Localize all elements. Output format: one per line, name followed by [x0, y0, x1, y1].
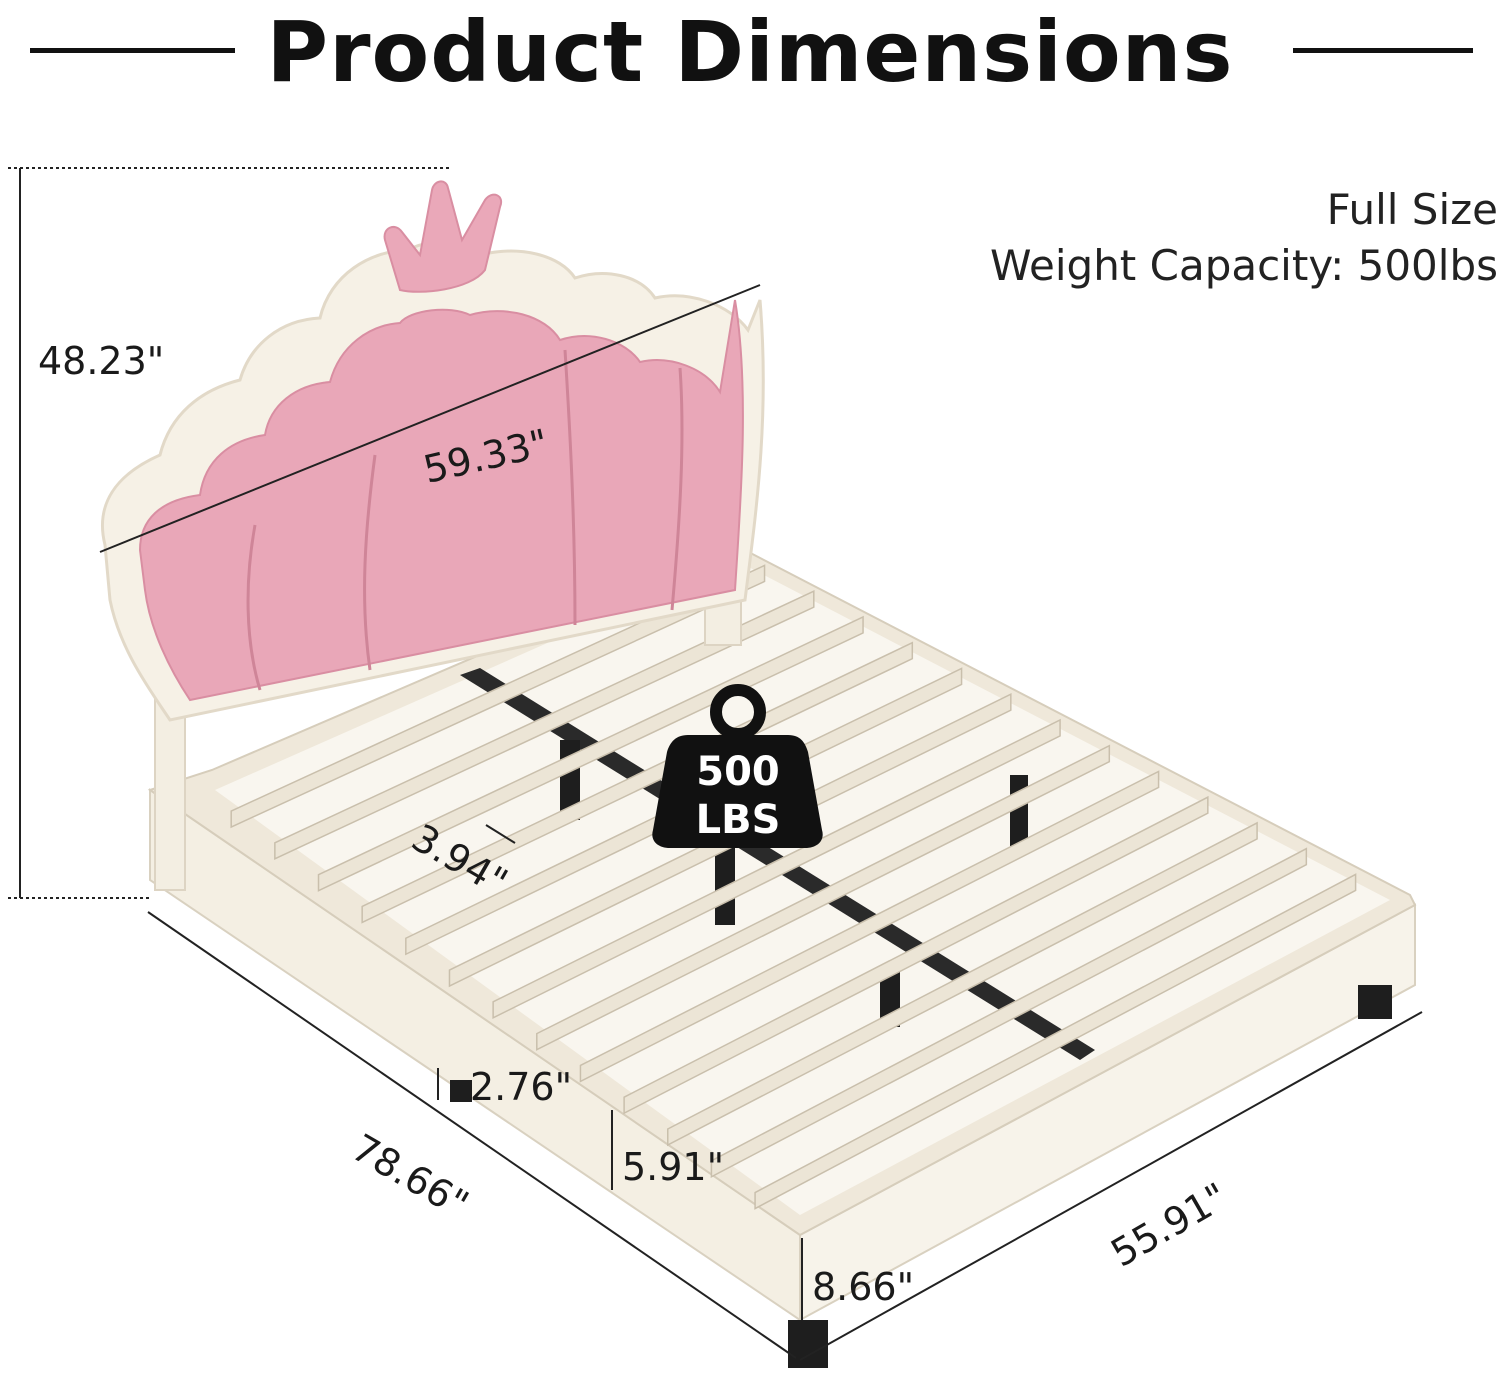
slat	[536, 744, 1111, 1051]
slat	[492, 718, 1061, 1020]
slat	[623, 795, 1209, 1115]
width-dimension-line	[799, 1011, 1423, 1361]
dimension-lines	[8, 167, 1423, 1361]
headboard-panels	[138, 299, 744, 702]
panel-seam-1	[246, 524, 262, 691]
weight-badge: 500 LBS	[652, 684, 823, 848]
slat	[317, 615, 864, 892]
panel-seam-2	[363, 454, 377, 671]
size-label: Full Size	[1326, 185, 1498, 234]
spec-info: Full Size Weight Capacity: 500lbs	[990, 182, 1498, 294]
weight-capacity-label: Weight Capacity: 500lbs	[989, 241, 1498, 290]
slat-gap-line	[485, 824, 516, 844]
rail-height-label: 5.91"	[622, 1145, 725, 1189]
page-title: Product Dimensions	[266, 3, 1234, 101]
weight-unit: LBS	[696, 797, 781, 843]
slat	[667, 821, 1258, 1147]
slat	[710, 847, 1308, 1179]
title-bar: Product Dimensions	[0, 0, 1500, 110]
slat-height-label: 2.76"	[470, 1065, 573, 1109]
leg-front	[788, 1320, 828, 1368]
slat	[274, 590, 815, 861]
leg-right	[1358, 985, 1392, 1019]
slats	[230, 564, 1357, 1210]
headboard-width-line	[99, 284, 761, 553]
length-dimension-line	[147, 911, 797, 1359]
title-rule-left	[30, 48, 235, 53]
panel-seam-3	[563, 349, 577, 626]
weight-value: 500	[696, 749, 780, 795]
crown-icon	[383, 180, 503, 293]
slat	[579, 770, 1160, 1083]
total-height-label: 48.23"	[38, 339, 165, 383]
leg-left	[450, 1080, 472, 1102]
clearance-label: 8.66"	[812, 1265, 915, 1309]
slat	[230, 564, 766, 829]
panel-seam-4	[670, 367, 684, 611]
slat	[754, 873, 1357, 1210]
title-rule-right	[1293, 48, 1473, 53]
